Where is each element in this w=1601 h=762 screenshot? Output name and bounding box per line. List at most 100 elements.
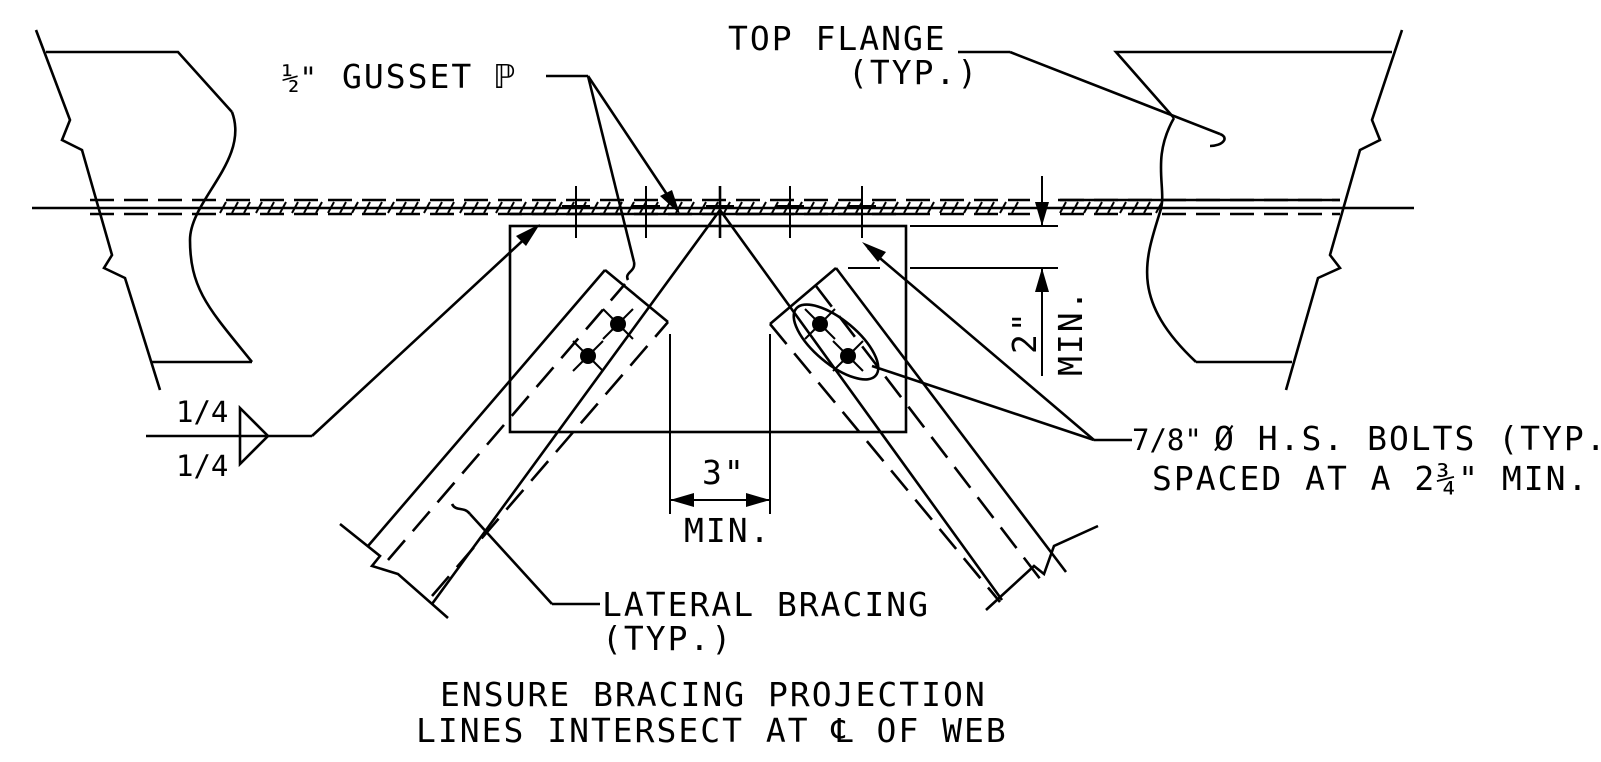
- hatch-tick: [999, 201, 1007, 214]
- hatch-tick: [891, 201, 899, 214]
- hatch-tick: [483, 201, 491, 214]
- hatch-tick: [555, 201, 563, 214]
- hatch-tick: [219, 201, 227, 214]
- dim-3in-label: 3": [702, 453, 746, 492]
- annotations: ½" GUSSET ℙ TOP FLANGE (TYP.) 1/4 1/4 2"…: [176, 19, 1601, 750]
- bracing-projection-lines: [430, 186, 1004, 605]
- note-line-1: ENSURE BRACING PROJECTION: [440, 675, 987, 714]
- bolts-size-text: 7/8": [1132, 423, 1202, 457]
- hatch-tick: [423, 201, 431, 214]
- hatch-tick: [567, 201, 575, 214]
- hatch-tick: [711, 201, 719, 214]
- hatch-tick: [315, 201, 323, 214]
- dim-2in-label: 2": [1005, 310, 1044, 354]
- hatch-tick: [1071, 201, 1079, 214]
- hatch-tick: [615, 201, 623, 214]
- hatch-tick: [831, 201, 839, 214]
- hatch-tick: [399, 201, 407, 214]
- bolt-group-callout-ellipse: [792, 303, 880, 381]
- right-lateral-bracing: [768, 267, 1099, 611]
- lateral-bracing-typ-label: (TYP.): [602, 619, 733, 658]
- hatch-tick: [303, 201, 311, 214]
- hatch-tick: [495, 201, 503, 214]
- hatch-tick: [747, 201, 755, 214]
- hatch-tick: [843, 201, 851, 214]
- weld-size-bottom: 1/4: [176, 449, 228, 483]
- bolts-line1: Ø H.S. BOLTS (TYP.): [1214, 419, 1601, 458]
- left-girder-section: [34, 29, 254, 391]
- weld-symbol: [146, 224, 540, 468]
- hatch-tick: [543, 201, 551, 214]
- hatch-tick: [819, 201, 827, 214]
- hatch-tick: [795, 201, 803, 214]
- hatch-tick: [939, 201, 947, 214]
- hatch-tick: [1107, 201, 1115, 214]
- hatch-tick: [687, 201, 695, 214]
- dim-2in-min: [848, 176, 1058, 376]
- hatch-tick: [723, 201, 731, 214]
- bolt-right-lower: [832, 340, 864, 372]
- dim-2in-min-label: MIN.: [1051, 289, 1090, 376]
- hatch-tick: [375, 201, 383, 214]
- hatch-tick: [759, 201, 767, 214]
- hatch-tick: [579, 201, 587, 214]
- left-lateral-bracing: [339, 268, 669, 619]
- hatch-tick: [771, 201, 779, 214]
- hatch-tick: [471, 201, 479, 214]
- hatch-tick: [603, 201, 611, 214]
- hatch-tick: [735, 201, 743, 214]
- bolts: [572, 303, 880, 381]
- hatch-tick: [351, 201, 359, 214]
- hatch-tick: [411, 201, 419, 214]
- hatch-tick: [1155, 201, 1163, 214]
- hatch-tick: [987, 201, 995, 214]
- hatch-tick: [447, 201, 455, 214]
- hatch-tick: [1011, 201, 1019, 214]
- gusset-label: GUSSET ℙ: [342, 57, 517, 96]
- hatch-tick: [867, 201, 875, 214]
- leaders: [450, 50, 1226, 606]
- hatch-tick: [279, 201, 287, 214]
- top-flange-typ-label: (TYP.): [848, 53, 979, 92]
- hatch-tick: [387, 201, 395, 214]
- dim-3in-min: [669, 334, 771, 514]
- hatch-tick: [591, 201, 599, 214]
- right-girder-section: [1113, 29, 1404, 391]
- hatch-tick: [339, 201, 347, 214]
- hatch-tick: [903, 201, 911, 214]
- hatch-tick: [1119, 201, 1127, 214]
- hatch-tick: [963, 201, 971, 214]
- hatch-tick: [267, 201, 275, 214]
- hatch-tick: [651, 201, 659, 214]
- hatch-tick: [291, 201, 299, 214]
- hatch-tick: [951, 201, 959, 214]
- hatch-tick: [1059, 201, 1067, 214]
- hatch-tick: [807, 201, 815, 214]
- lateral-bracing-label: LATERAL BRACING: [602, 585, 930, 624]
- bolt-left-upper: [602, 308, 634, 340]
- hatch-tick: [1131, 201, 1139, 214]
- hatch-tick: [255, 201, 263, 214]
- hatch-tick: [1095, 201, 1103, 214]
- hatch-tick: [435, 201, 443, 214]
- hatch-tick: [915, 201, 923, 214]
- bolts-line2: SPACED AT A 2¾" MIN.: [1152, 459, 1589, 498]
- top-flange-label: TOP FLANGE: [728, 19, 947, 58]
- flange-weld-hatching: [219, 201, 1163, 214]
- gusset-size-text: ½": [282, 61, 317, 95]
- hatch-tick: [975, 201, 983, 214]
- hatch-tick: [507, 201, 515, 214]
- hatch-tick: [1083, 201, 1091, 214]
- note-line-2: LINES INTERSECT AT ℄ OF WEB: [416, 711, 1008, 750]
- bolt-right-upper: [804, 308, 836, 340]
- hatch-tick: [699, 201, 707, 214]
- hatch-tick: [927, 201, 935, 214]
- hatch-tick: [459, 201, 467, 214]
- hatch-tick: [231, 201, 239, 214]
- bolt-left-lower: [572, 340, 604, 372]
- hatch-tick: [879, 201, 887, 214]
- hatch-tick: [363, 201, 371, 214]
- hatch-tick: [519, 201, 527, 214]
- hatch-tick: [243, 201, 251, 214]
